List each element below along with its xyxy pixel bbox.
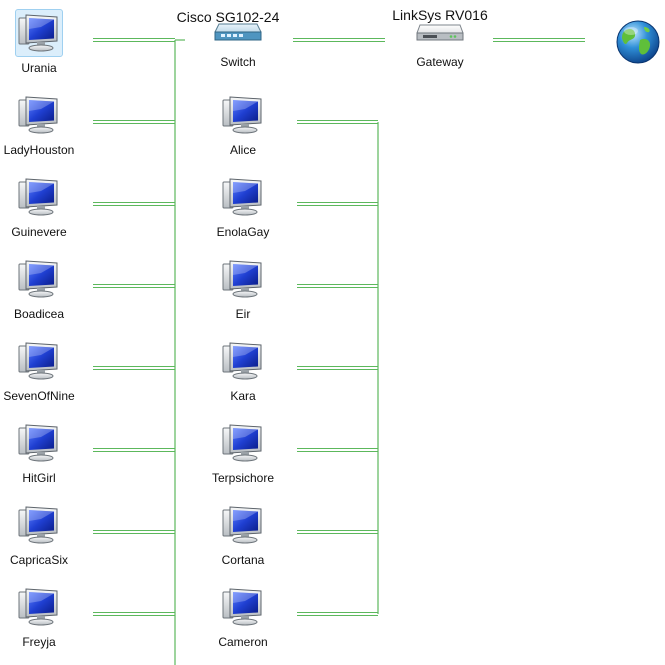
host-terpsichore[interactable]: Terpsichore bbox=[193, 419, 293, 485]
host-guinevere[interactable]: Guinevere bbox=[0, 173, 89, 239]
left-host-link bbox=[93, 120, 175, 124]
host-label: Eir bbox=[235, 307, 251, 321]
host-enolagay[interactable]: EnolaGay bbox=[193, 173, 293, 239]
host-kara[interactable]: Kara bbox=[193, 337, 293, 403]
computer-icon bbox=[222, 342, 262, 380]
computer-icon bbox=[222, 506, 262, 544]
host-label: Terpsichore bbox=[211, 471, 275, 485]
gateway-model-label: LinkSys RV016 bbox=[392, 7, 488, 23]
right-host-link bbox=[297, 284, 378, 288]
host-icon-box bbox=[219, 419, 267, 467]
host-icon-box bbox=[219, 501, 267, 549]
globe-icon bbox=[616, 20, 660, 64]
computer-icon bbox=[18, 260, 58, 298]
computer-icon bbox=[18, 178, 58, 216]
host-urania[interactable]: Urania bbox=[0, 9, 89, 75]
left-host-link bbox=[93, 366, 175, 370]
host-freyja[interactable]: Freyja bbox=[0, 583, 89, 649]
router-icon bbox=[416, 24, 464, 41]
right-host-link bbox=[297, 366, 378, 370]
host-icon-box bbox=[15, 337, 63, 385]
computer-icon bbox=[222, 260, 262, 298]
host-icon-box bbox=[15, 173, 63, 221]
host-label: Kara bbox=[230, 389, 256, 403]
host-label: Freyja bbox=[22, 635, 56, 649]
left-host-link bbox=[93, 202, 175, 206]
host-alice[interactable]: Alice bbox=[193, 91, 293, 157]
network-switch-icon bbox=[214, 23, 262, 41]
host-cameron[interactable]: Cameron bbox=[193, 583, 293, 649]
internet-node[interactable] bbox=[614, 18, 662, 71]
right-host-link bbox=[297, 448, 378, 452]
host-ladyhouston[interactable]: LadyHouston bbox=[0, 91, 89, 157]
host-icon-box bbox=[219, 91, 267, 139]
computer-icon bbox=[222, 588, 262, 626]
computer-icon bbox=[18, 588, 58, 626]
host-boadicea[interactable]: Boadicea bbox=[0, 255, 89, 321]
computer-icon bbox=[222, 178, 262, 216]
host-sevenofnine[interactable]: SevenOfNine bbox=[0, 337, 89, 403]
host-icon-box bbox=[15, 501, 63, 549]
gateway-internet-link bbox=[493, 38, 585, 42]
right-host-link bbox=[297, 202, 378, 206]
switch-model-label: Cisco SG102-24 bbox=[176, 9, 280, 25]
computer-icon bbox=[18, 342, 58, 380]
host-label: Alice bbox=[229, 143, 256, 157]
host-eir[interactable]: Eir bbox=[193, 255, 293, 321]
left-host-link bbox=[93, 284, 175, 288]
gateway-node[interactable]: Gateway bbox=[390, 22, 490, 69]
host-capricasix[interactable]: CapricaSix bbox=[0, 501, 89, 567]
host-icon-box bbox=[219, 583, 267, 631]
computer-icon bbox=[222, 424, 262, 462]
computer-icon bbox=[18, 14, 58, 52]
host-label: EnolaGay bbox=[216, 225, 270, 239]
left-host-link bbox=[93, 448, 175, 452]
host-hitgirl[interactable]: HitGirl bbox=[0, 419, 89, 485]
right-host-link bbox=[297, 120, 378, 124]
host-label: Boadicea bbox=[13, 307, 65, 321]
host-label: Cameron bbox=[218, 635, 268, 649]
right-host-link bbox=[297, 612, 378, 616]
computer-icon bbox=[18, 506, 58, 544]
switch-gateway-link bbox=[293, 38, 385, 42]
host-label: Guinevere bbox=[11, 225, 67, 239]
host-icon-box bbox=[15, 9, 63, 57]
host-icon-box bbox=[15, 255, 63, 303]
switch-node[interactable]: Switch bbox=[188, 22, 288, 69]
host-label: SevenOfNine bbox=[3, 389, 75, 403]
host-icon-box bbox=[219, 173, 267, 221]
host-cortana[interactable]: Cortana bbox=[193, 501, 293, 567]
left-host-link bbox=[93, 530, 175, 534]
host-icon-box bbox=[219, 255, 267, 303]
computer-icon bbox=[18, 424, 58, 462]
host-label: CapricaSix bbox=[9, 553, 69, 567]
host-label: Cortana bbox=[221, 553, 265, 567]
left-host-link bbox=[93, 38, 175, 42]
right-host-link bbox=[297, 530, 378, 534]
computer-icon bbox=[222, 96, 262, 134]
switch-label: Switch bbox=[220, 55, 256, 69]
host-icon-box bbox=[15, 583, 63, 631]
host-icon-box bbox=[15, 91, 63, 139]
host-label: HitGirl bbox=[22, 471, 56, 485]
host-icon-box bbox=[15, 419, 63, 467]
left-host-link bbox=[93, 612, 175, 616]
computer-icon bbox=[18, 96, 58, 134]
host-icon-box bbox=[219, 337, 267, 385]
gateway-label: Gateway bbox=[416, 55, 464, 69]
host-label: Urania bbox=[21, 61, 57, 75]
host-label: LadyHouston bbox=[3, 143, 75, 157]
